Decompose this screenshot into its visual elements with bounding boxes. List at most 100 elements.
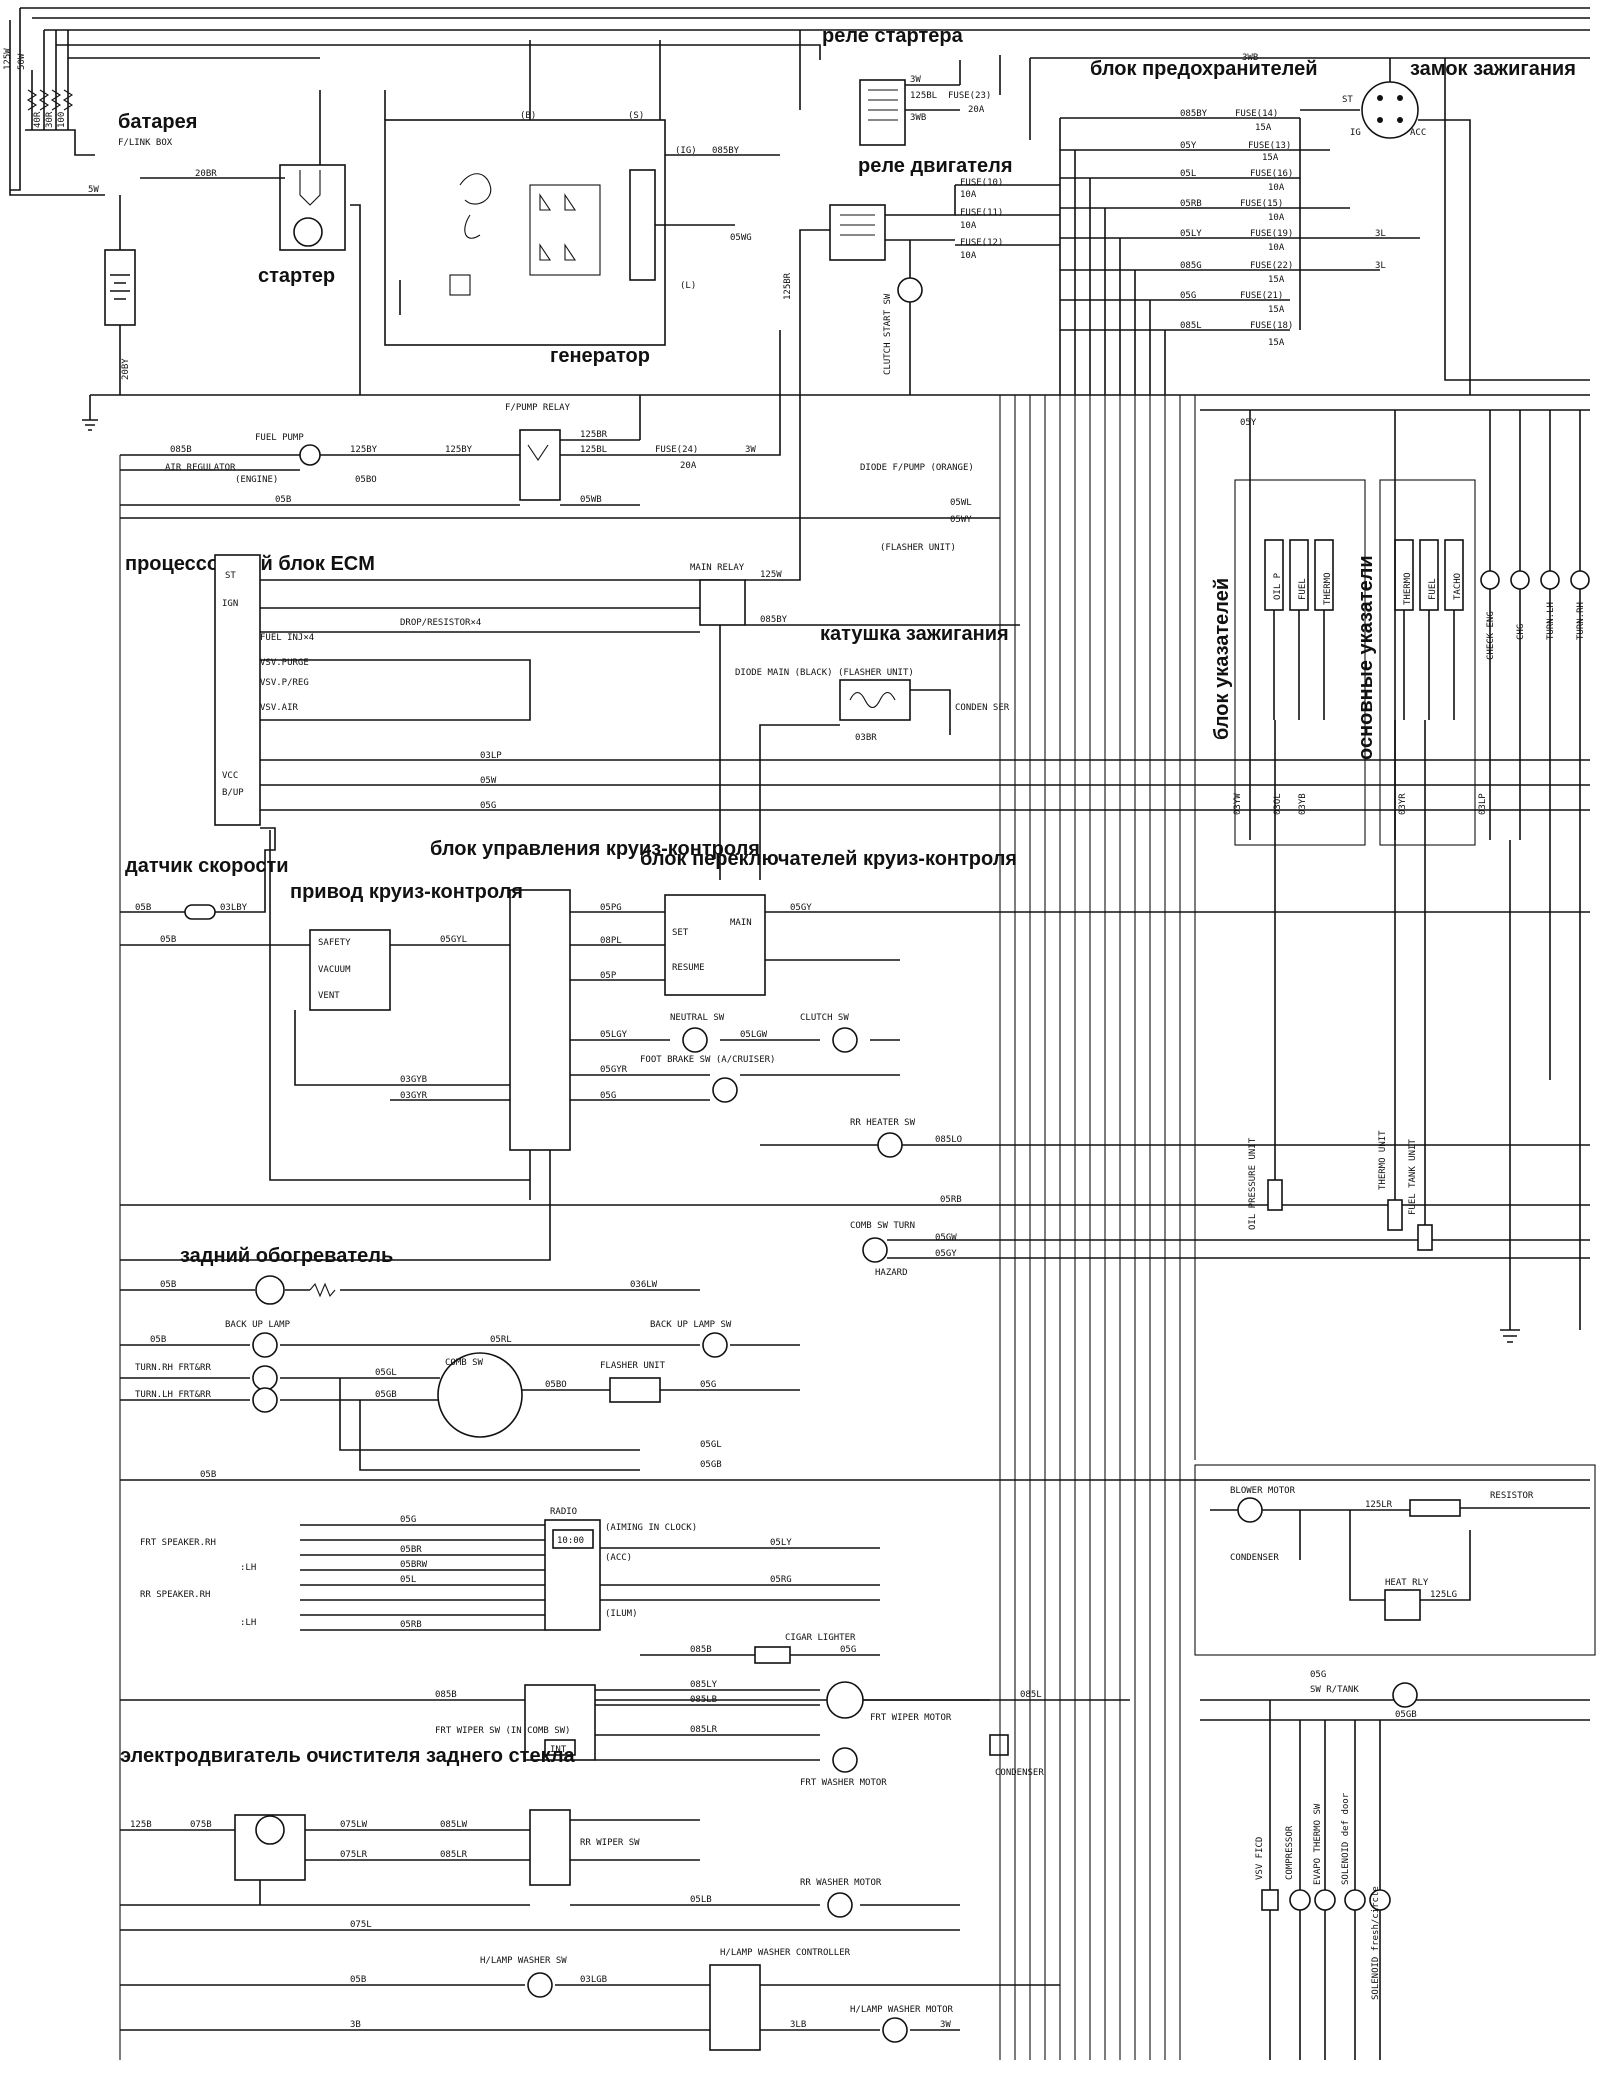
wire-05lgy: 05LGY: [600, 1030, 628, 1040]
wire-05y-ind: 05Y: [1240, 418, 1257, 428]
label-battery: батарея: [118, 111, 197, 133]
fuse-rows: [1059, 117, 1420, 395]
gen-terminal-ig: (IG): [675, 146, 697, 156]
radio-section: [300, 1519, 880, 1631]
wire-05ly-radio: 05LY: [770, 1538, 792, 1548]
label-resume: RESUME: [672, 963, 705, 973]
front-wiper-section: [120, 1681, 1130, 1773]
wire-085l-wiper: 085L: [1020, 1690, 1042, 1700]
label-air-regulator: AIR REGULATOR: [165, 463, 236, 473]
rear-wiper-section: [120, 1809, 960, 1931]
wire-05g-ac: 05G: [1310, 1670, 1326, 1680]
fuse-15: FUSE(15): [1240, 199, 1283, 209]
wire-05wl: 05WL: [950, 498, 972, 508]
label-frt-washer-motor: FRT WASHER MOTOR: [800, 1778, 887, 1788]
label-flasher-unit: FLASHER UNIT: [600, 1361, 666, 1371]
wire-05rb-spk: 05RB: [400, 1620, 422, 1630]
wire-05y: 05Y: [1180, 141, 1197, 151]
wire-125lr: 125LR: [1365, 1500, 1393, 1510]
label-foot-brake: FOOT BRAKE SW (A/CRUISER): [640, 1055, 775, 1065]
wire-085lw: 085LW: [440, 1820, 468, 1830]
wire-075lw: 075LW: [340, 1820, 368, 1830]
engine-relay-symbol: [799, 185, 956, 395]
fuse-12-amp: 10A: [960, 251, 977, 261]
wire-3wb-top: 3WB: [1242, 53, 1258, 63]
wire-05rb-cruise: 05RB: [940, 1195, 962, 1205]
label-vsv-air: VSV.AIR: [260, 703, 299, 713]
label-thermo-ind: THERMO: [1323, 572, 1333, 605]
label-heat-rly: HEAT RLY: [1385, 1578, 1429, 1588]
main-relay-wires: [719, 395, 1020, 880]
wire-03lby: 03LBY: [220, 903, 248, 913]
wire-05gb-2: 05GB: [700, 1460, 722, 1470]
wire-3l: 3L: [1375, 229, 1386, 239]
wire-3w-starter-relay: 3W: [910, 75, 921, 85]
wire-05l-spk: 05L: [400, 1575, 416, 1585]
wire-3w-hlamp: 3W: [940, 2020, 951, 2030]
wire-08pl: 08PL: [600, 936, 622, 946]
label-thermo-unit: THERMO UNIT: [1378, 1130, 1388, 1190]
wire-05gl: 05GL: [375, 1368, 397, 1378]
blower-section: [1194, 1464, 1596, 1721]
wire-075l: 075L: [350, 1920, 372, 1930]
label-rr-speaker-rh: RR SPEAKER.RH: [140, 1590, 210, 1600]
generator-symbol: [384, 40, 780, 346]
fuse-24: FUSE(24): [655, 445, 698, 455]
label-aiming-clock: (AIMING IN CLOCK): [605, 1523, 697, 1533]
label-evapo-thermo-sw: EVAPO THERMO SW: [1313, 1803, 1323, 1885]
label-back-up-lamp: BACK UP LAMP: [225, 1320, 291, 1330]
label-engine-relay: реле двигателя: [858, 155, 1013, 177]
label-hlamp-washer-motor: H/LAMP WASHER MOTOR: [850, 2005, 954, 2015]
wire-125b-rw: 125B: [130, 1820, 152, 1830]
wire-085ly: 085LY: [690, 1680, 718, 1690]
wire-20by: 20BY: [121, 358, 131, 380]
wire-05g-fuse: 05G: [1180, 291, 1196, 301]
wire-125br-2: 125BR: [580, 430, 608, 440]
rear-defroster-symbol: [120, 1275, 700, 1305]
label-rr-heater-sw: RR HEATER SW: [850, 1118, 916, 1128]
label-thermo-gauge: THERMO: [1403, 572, 1413, 605]
wire-05rb: 05RB: [1180, 199, 1202, 209]
wire-085lo: 085LO: [935, 1135, 962, 1145]
engine-relay-fuse-wires: [955, 184, 1060, 246]
label-diode-fpump: DIODE F/PUMP (ORANGE): [860, 463, 974, 473]
wire-125w: 125W: [3, 48, 13, 70]
label-cigar-lighter: CIGAR LIGHTER: [785, 1633, 856, 1643]
gen-terminal-s: (S): [628, 111, 644, 121]
main-relay-symbol: [699, 579, 746, 626]
label-fuel-tank-unit: FUEL TANK UNIT: [1408, 1139, 1418, 1215]
wire-085b: 085B: [170, 445, 192, 455]
wire-5w-battery: 5W: [88, 185, 99, 195]
label-generator: генератор: [550, 345, 650, 367]
fuse-21: FUSE(21): [1240, 291, 1283, 301]
wire-05wy: 05WY: [950, 515, 972, 525]
comb-sw-turn-symbol: [862, 1237, 888, 1263]
ignition-acc: ACC: [1410, 128, 1426, 138]
wire-03yb: 03YB: [1298, 793, 1308, 815]
wire-05b-fp: 05B: [275, 495, 291, 505]
label-rear-wiper-motor-1: электродвигатель очистителя заднего стек…: [120, 1745, 576, 1767]
label-vsv-fico: VSV FICD: [1255, 1837, 1265, 1880]
ignition-lock-symbol: [1300, 58, 1471, 395]
wire-05w: 05W: [480, 776, 497, 786]
rr-heater-switch: [877, 1132, 903, 1158]
ignition-coil-wires: [759, 689, 951, 880]
wire-05gy-main: 05GY: [790, 903, 812, 913]
label-hazard: HAZARD: [875, 1268, 908, 1278]
fuse-14-amp: 15A: [1255, 123, 1272, 133]
wire-05b-speed: 05B: [135, 903, 151, 913]
wire-075b: 075B: [190, 1820, 212, 1830]
wire-05g-cruise: 05G: [600, 1091, 616, 1101]
wire-125by: 125BY: [350, 445, 378, 455]
label-turn-rh: TURN.RH FRT&RR: [135, 1363, 211, 1373]
wire-03ol: 03OL: [1273, 793, 1283, 815]
comb-sw-turn-wires: [887, 1239, 1590, 1259]
starter-symbol: [140, 90, 361, 395]
wire-3w-fp: 3W: [745, 445, 756, 455]
wire-085by-main: 085BY: [760, 615, 788, 625]
fuse-12: FUSE(12): [960, 238, 1003, 248]
wire-05wg: 05WG: [730, 233, 752, 243]
label-set: SET: [672, 928, 689, 938]
